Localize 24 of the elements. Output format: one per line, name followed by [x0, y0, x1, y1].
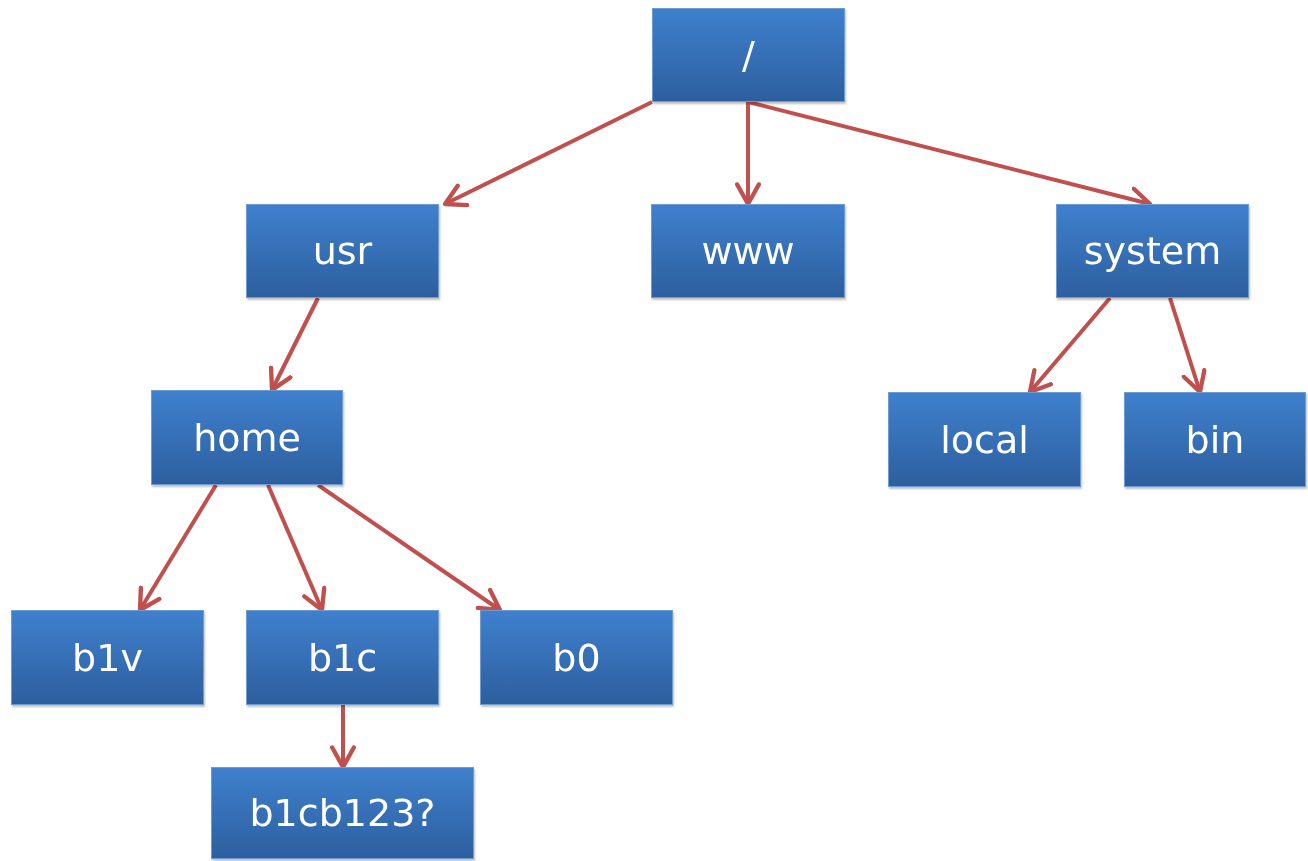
folder-box [651, 204, 845, 298]
folder-name: local [940, 417, 1029, 462]
folder-name: www [701, 229, 795, 273]
folder-box [246, 204, 439, 298]
folder-box [211, 767, 474, 859]
folder-box [151, 390, 343, 485]
folder-name: b1c [307, 635, 378, 680]
folder-box [652, 8, 845, 102]
folder-box [1056, 204, 1249, 298]
folder-name: usr [312, 229, 373, 273]
folder-box [246, 610, 439, 705]
folder-box [11, 610, 204, 705]
folder-name: home [193, 415, 301, 460]
arrow [316, 483, 503, 613]
folder-name: b1cb123? [249, 791, 436, 835]
folder-name: bin [1185, 417, 1245, 462]
folder-box [480, 610, 673, 705]
arrow [442, 100, 653, 208]
folder-name: system [1083, 229, 1222, 273]
folder-box [1124, 392, 1306, 487]
folder-name: b1v [72, 635, 143, 680]
folder-box [888, 392, 1081, 487]
folder-name: b0 [552, 635, 601, 680]
folder-name: / [742, 33, 755, 77]
